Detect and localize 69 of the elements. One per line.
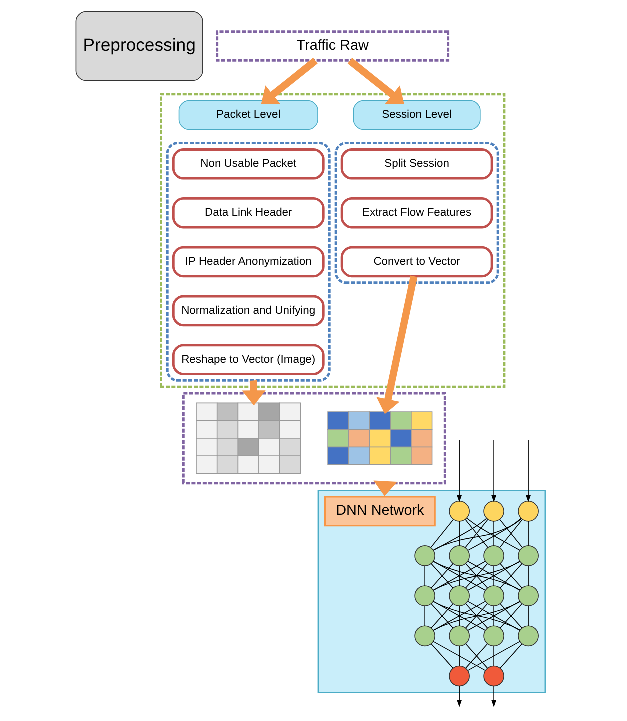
connector: [493, 606, 494, 627]
node-circle: [448, 501, 470, 522]
connector: [499, 644, 522, 669]
node-box: Session Level: [352, 100, 480, 130]
node-circle: [518, 501, 538, 522]
arrow: [347, 58, 404, 104]
connector: [467, 561, 520, 591]
arrow: [260, 58, 318, 104]
node-box: DNN Network: [324, 496, 436, 527]
connector: [458, 606, 460, 627]
cluster: [166, 142, 330, 382]
connector: [493, 646, 494, 667]
node-circle: [483, 546, 504, 566]
node-box: Reshape to Vector (Image): [172, 344, 324, 376]
connector: [424, 606, 425, 627]
connector: [467, 641, 520, 672]
node-circle: [448, 626, 470, 647]
connector: [499, 563, 522, 589]
connector: [432, 518, 522, 551]
node-box: Convert to Vector: [340, 246, 493, 278]
arrow: [526, 440, 531, 502]
connector: [432, 561, 486, 591]
node-circle: [518, 546, 538, 566]
connector: [432, 601, 486, 631]
connector: [430, 644, 454, 669]
node-circle: [483, 666, 504, 687]
node-circle: [518, 586, 538, 606]
arrow: [373, 480, 397, 496]
node-box: Preprocessing: [75, 11, 203, 82]
node-box: Packet Level: [178, 100, 318, 130]
arrow: [456, 686, 462, 708]
node-circle: [483, 501, 504, 522]
connector: [432, 641, 486, 672]
arrow: [491, 686, 496, 708]
node-box: Non Usable Packet: [172, 148, 324, 180]
node-box: Extract Flow Features: [340, 197, 493, 229]
node-circle: [414, 586, 435, 606]
connector: [432, 518, 487, 551]
node-circle: [483, 626, 504, 647]
node-box: Normalization and Unifying: [172, 295, 324, 327]
connector: [430, 519, 454, 548]
connector: [493, 521, 494, 546]
node-box: Data Link Header: [172, 197, 324, 229]
connector: [467, 601, 520, 631]
arrow: [456, 440, 462, 502]
node-circle: [448, 586, 470, 606]
node-circle: [414, 626, 435, 647]
connector: [424, 566, 425, 586]
cluster: [334, 142, 499, 284]
connector: [458, 646, 460, 667]
connector: [458, 521, 460, 546]
connector: [458, 566, 460, 586]
connector: [499, 519, 522, 548]
node-circle: [518, 626, 538, 647]
arrow: [242, 380, 266, 406]
cluster: [317, 490, 546, 694]
node-box: IP Header Anonymization: [172, 246, 324, 278]
node-circle: [448, 666, 470, 687]
cluster: [160, 93, 506, 388]
node-circle: [448, 546, 470, 566]
node-circle: [483, 586, 504, 606]
arrow: [376, 276, 418, 414]
arrow: [491, 440, 496, 502]
connector: [499, 604, 522, 629]
node-circle: [414, 546, 435, 566]
node-box: Traffic Raw: [216, 30, 450, 62]
connector: [493, 566, 494, 586]
node-box: Split Session: [340, 148, 493, 180]
connector: [432, 561, 520, 591]
